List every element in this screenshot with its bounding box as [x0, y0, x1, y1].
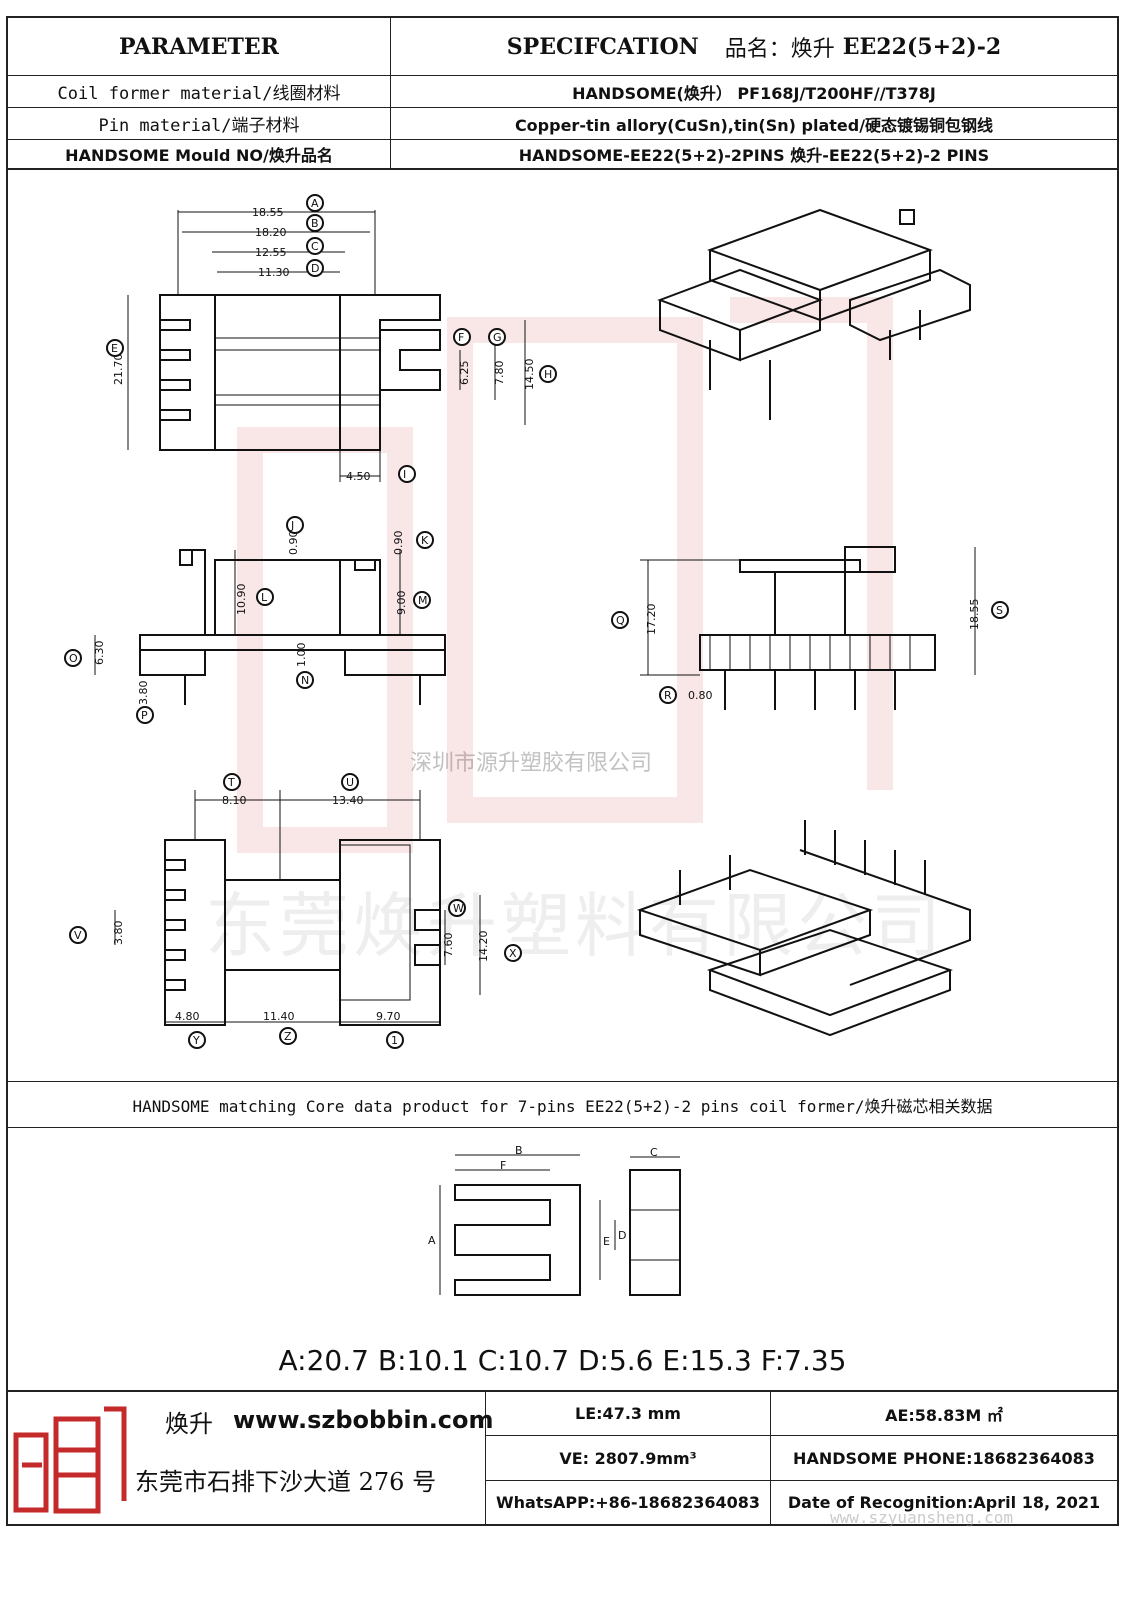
- watermark-company-sz: 深圳市源升塑胶有限公司: [410, 751, 653, 776]
- svg-text:J: J: [290, 519, 294, 532]
- pin-material-value: Copper-tin allory(CuSn),tin(Sn) plated/硬…: [514, 115, 994, 135]
- svg-text:G: G: [493, 331, 502, 344]
- iso-view-top: [657, 208, 971, 420]
- dim-one-text: 9.70: [376, 1010, 401, 1023]
- dim-q-text: 17.20: [645, 604, 658, 636]
- footer-website[interactable]: www.szbobbin.com: [233, 1406, 494, 1434]
- svg-text:Z: Z: [284, 1030, 292, 1043]
- dim-r-text: 0.80: [688, 689, 713, 702]
- date-value: Date of Recognition:April 18, 2021: [787, 1493, 1101, 1512]
- dim-b-text: 18.20: [255, 226, 287, 239]
- dim-j-text: 0.90: [287, 531, 300, 556]
- dim-i-text: 4.50: [346, 470, 371, 483]
- dim-w-text: 7.60: [442, 933, 455, 958]
- svg-text:P: P: [141, 709, 148, 722]
- svg-text:R: R: [664, 689, 672, 702]
- bottom-view-drawing: 8.10 13.40 T U 4.80 11.40 9.70 Y Z 1 3.8…: [69, 773, 522, 1049]
- core-label-d: D: [618, 1229, 626, 1242]
- dim-y-text: 4.80: [175, 1010, 200, 1023]
- dim-g-text: 7.80: [493, 361, 506, 386]
- dim-x-text: 14.20: [477, 931, 490, 963]
- svg-text:K: K: [421, 534, 429, 547]
- dim-p-text: 3.80: [137, 681, 150, 706]
- dim-f-text: 6.25: [458, 361, 471, 386]
- core-label-e: E: [603, 1235, 610, 1248]
- svg-text:D: D: [311, 262, 319, 275]
- svg-text:A: A: [311, 197, 319, 210]
- svg-text:Q: Q: [616, 614, 625, 627]
- url-watermark: www.szyuansheng.com: [830, 1508, 1014, 1527]
- dim-k-text: 0.90: [392, 531, 405, 556]
- core-label-a: A: [428, 1234, 436, 1247]
- svg-text:T: T: [227, 776, 235, 789]
- dim-h-text: 14.50: [523, 359, 536, 391]
- dim-s-text: 18.55: [968, 599, 981, 631]
- core-drawing: B F A C D E: [428, 1145, 681, 1296]
- footer-address: 东莞市石排下沙大道 276 号: [135, 1468, 437, 1496]
- svg-text:B: B: [311, 217, 319, 230]
- svg-text:C: C: [311, 240, 319, 253]
- dim-t-text: 8.10: [222, 794, 247, 807]
- svg-text:1: 1: [391, 1034, 398, 1047]
- front-view-drawing: 17.20 18.55 0.80 Q S R: [611, 546, 1009, 710]
- dim-n-text: 1.00: [295, 643, 308, 668]
- product-name-label: 品名：焕升: [724, 36, 835, 62]
- core-label-c: C: [650, 1146, 658, 1159]
- dim-l-text: 10.90: [235, 584, 248, 616]
- svg-text:L: L: [261, 591, 268, 604]
- top-view-drawing: 18.55 18.20 12.55 11.30 A B C D 21.70 E …: [106, 194, 557, 483]
- svg-text:V: V: [74, 929, 82, 942]
- phone-value: HANDSOME PHONE:18682364083: [793, 1448, 1095, 1468]
- svg-text:Y: Y: [192, 1034, 200, 1047]
- dim-d-text: 11.30: [258, 266, 290, 279]
- svg-text:X: X: [509, 947, 517, 960]
- coil-material-label: Coil former material/线圈材料: [57, 84, 341, 104]
- dim-v-text: 3.80: [112, 921, 125, 946]
- dim-z-text: 11.40: [263, 1010, 295, 1023]
- core-data-title: HANDSOME matching Core data product for …: [132, 1096, 993, 1116]
- svg-text:I: I: [403, 468, 406, 481]
- side-view-drawing: 0.90 0.90 10.90 9.00 1.00 6.30 3.80 J K …: [64, 516, 446, 724]
- dim-u-text: 13.40: [332, 794, 364, 807]
- svg-text:O: O: [69, 652, 78, 665]
- core-values: A:20.7 B:10.1 C:10.7 D:5.6 E:15.3 F:7.35: [278, 1343, 847, 1377]
- mould-no-label: HANDSOME Mould NO/焕升品名: [65, 146, 333, 165]
- ve-value: VE: 2807.9mm³: [559, 1448, 697, 1468]
- whatsapp-value: WhatsAPP:+86-18682364083: [495, 1493, 760, 1512]
- ae-value: AE:58.83M ㎡: [885, 1405, 1003, 1425]
- iso-view-bottom: [636, 820, 971, 1037]
- core-label-b: B: [515, 1145, 523, 1157]
- dim-o-text: 6.30: [93, 641, 106, 666]
- specification-label: SPECIFCATION: [506, 33, 699, 60]
- svg-text:F: F: [458, 331, 464, 344]
- svg-text:W: W: [453, 902, 464, 915]
- part-number: EE22(5+2)-2: [842, 33, 1002, 60]
- coil-material-value: HANDSOME(焕升） PF168J/T200HF//T378J: [572, 83, 936, 103]
- core-label-f: F: [500, 1159, 506, 1172]
- svg-text:S: S: [996, 604, 1003, 617]
- le-value: LE:47.3 mm: [575, 1404, 681, 1423]
- svg-text:N: N: [301, 674, 309, 687]
- svg-text:E: E: [111, 342, 118, 355]
- dim-e-text: 21.70: [112, 354, 125, 386]
- dim-c-text: 12.55: [255, 246, 287, 259]
- dim-a-text: 18.55: [252, 206, 284, 219]
- watermark-logo: [237, 297, 893, 853]
- dim-m-text: 9.00: [395, 591, 408, 616]
- svg-text:M: M: [418, 594, 428, 607]
- svg-text:U: U: [346, 776, 354, 789]
- specification-header: SPECIFCATION 品名：焕升 EE22(5+2)-2: [391, 18, 1117, 75]
- pin-material-label: Pin material/端子材料: [98, 116, 300, 136]
- svg-text:H: H: [544, 368, 552, 381]
- mould-no-value: HANDSOME-EE22(5+2)-2PINS 焕升-EE22(5+2)-2 …: [518, 146, 990, 165]
- footer-brand: 焕升: [165, 1410, 213, 1438]
- parameter-header: PARAMETER: [119, 33, 279, 60]
- company-logo: [13, 1406, 127, 1514]
